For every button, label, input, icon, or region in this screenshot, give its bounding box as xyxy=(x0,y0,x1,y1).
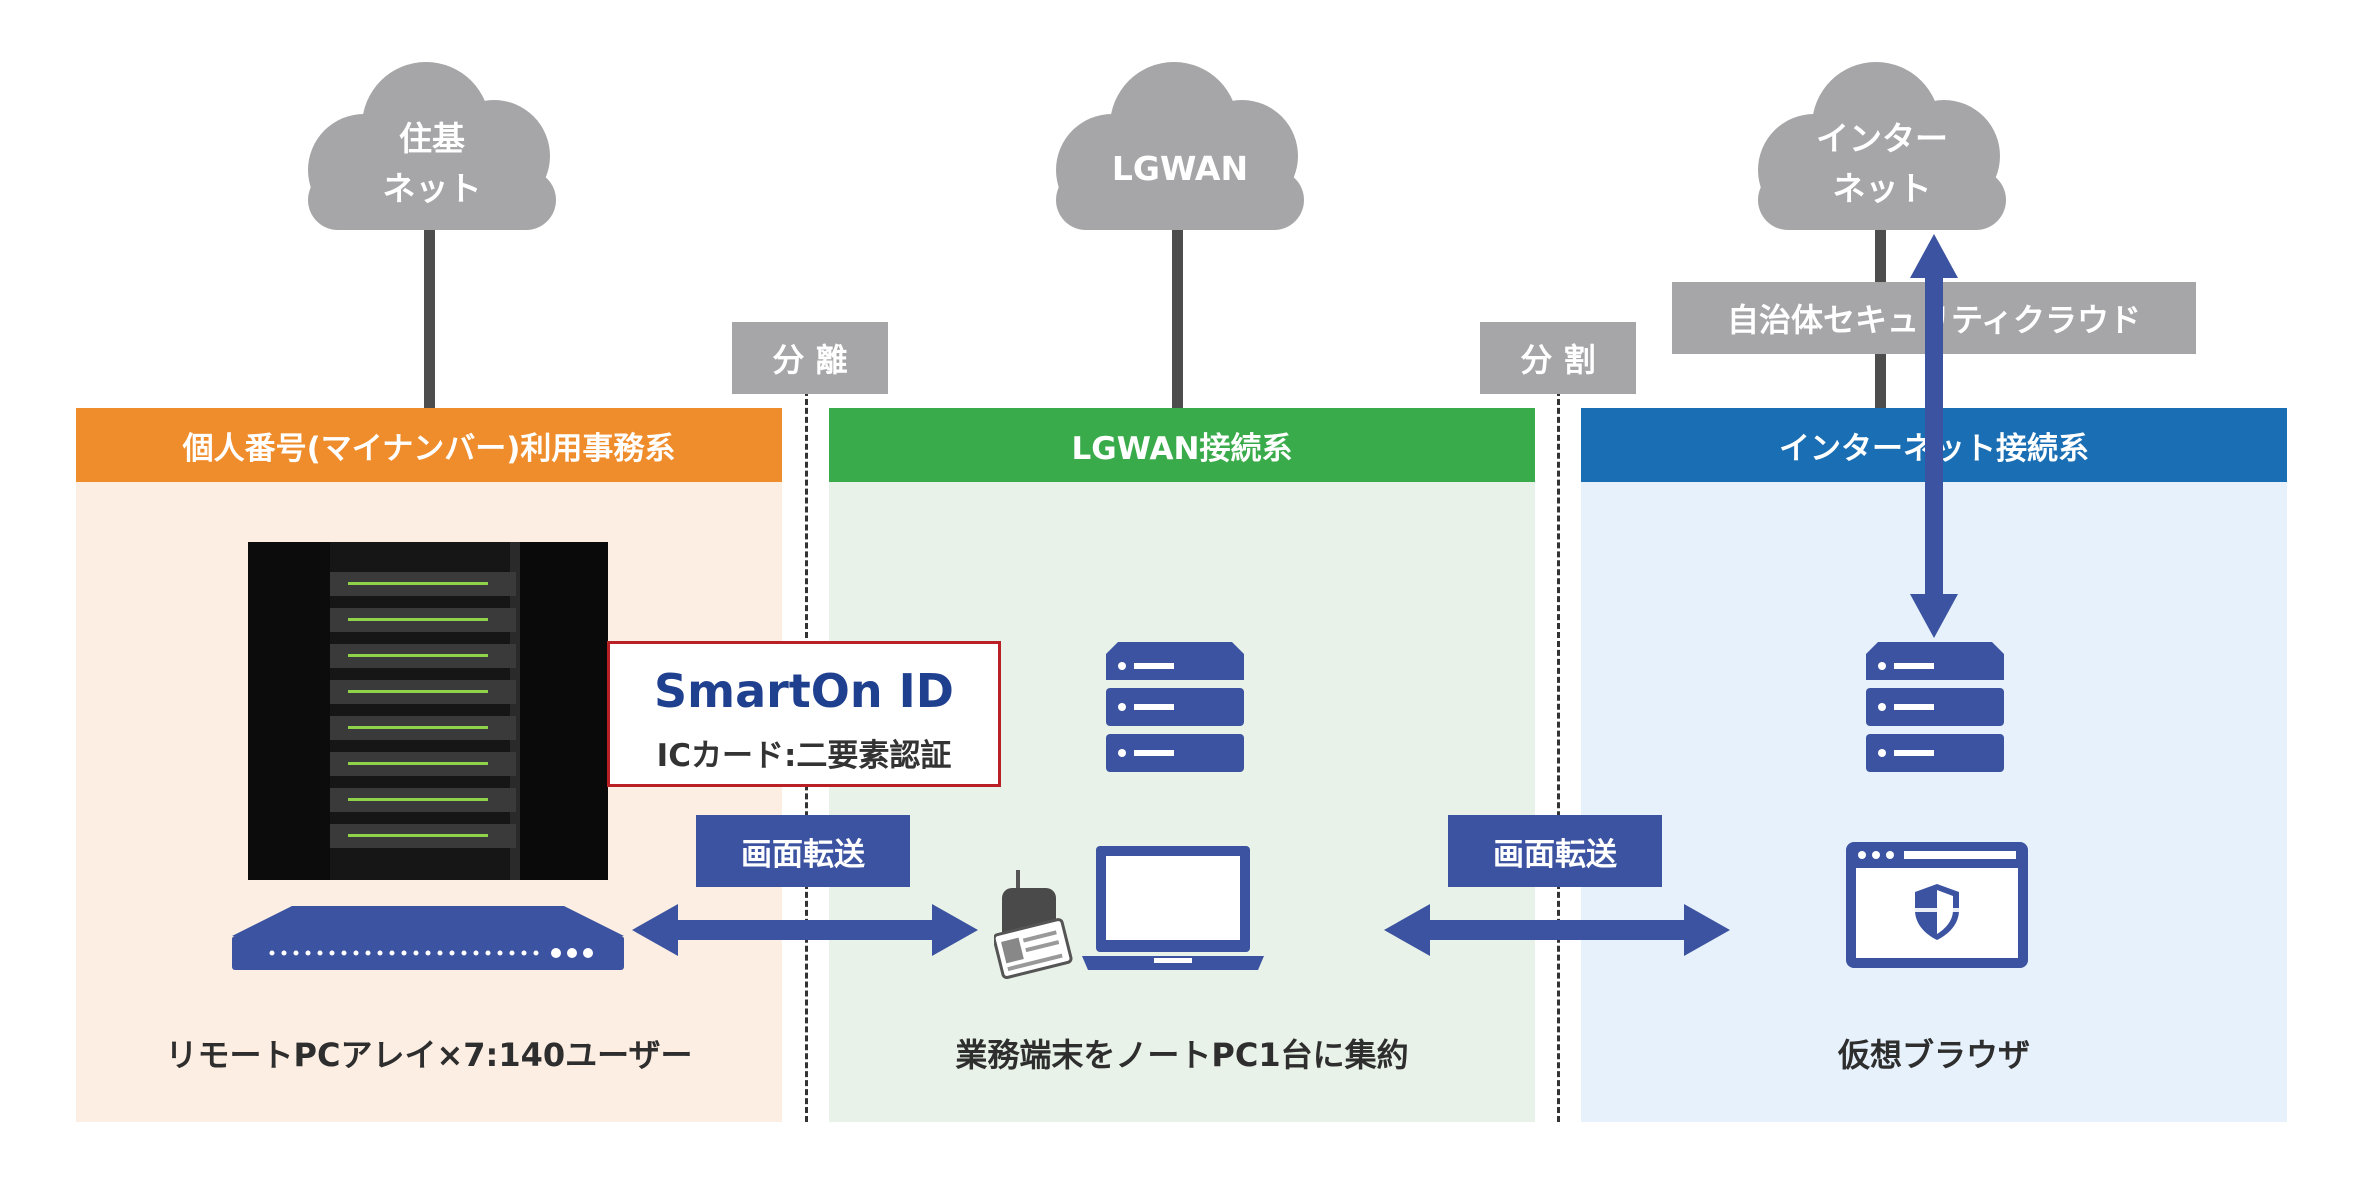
caption-notebook: 業務端末をノートPC1台に集約 xyxy=(955,1036,1409,1074)
server-lgwan-icon xyxy=(1106,642,1244,772)
double-arrow-left-icon xyxy=(632,904,978,956)
zone-lgwan-header: LGWAN接続系 xyxy=(829,408,1535,482)
tag-bunkatsu: 分 割 xyxy=(1480,322,1636,394)
ic-card-reader-icon xyxy=(994,870,1073,980)
smarton-box: SmartOn ID ICカード:二要素認証 xyxy=(607,641,1001,787)
smarton-subtitle: ICカード:二要素認証 xyxy=(656,738,952,774)
separator-bunkatsu xyxy=(1557,390,1560,1122)
tag-bunri: 分 離 xyxy=(732,322,888,394)
laptop-icon xyxy=(1082,846,1264,970)
cloud-internet-label: インター ネット xyxy=(1816,119,1948,208)
vertical-double-arrow-icon xyxy=(1910,234,1958,638)
caption-virtual-browser: 仮想ブラウザ xyxy=(1837,1036,2030,1074)
zone-mynumber-header: 個人番号(マイナンバー)利用事務系 xyxy=(76,408,782,482)
connector-juki xyxy=(424,230,435,408)
cloud-internet-icon xyxy=(1758,62,2006,230)
server-internet-icon xyxy=(1866,642,2004,772)
cloud-juki-label: 住基 ネット xyxy=(382,119,482,208)
cloud-juki-icon xyxy=(308,62,556,230)
cloud-lgwan-label: LGWAN xyxy=(1111,149,1249,188)
connector-lgwan xyxy=(1172,230,1183,408)
cloud-lgwan-icon xyxy=(1056,62,1304,230)
remote-pc-array-icon xyxy=(232,906,624,970)
screen-transfer-left: 画面転送 xyxy=(696,815,910,887)
rack-server-photo xyxy=(248,542,608,880)
screen-transfer-right: 画面転送 xyxy=(1448,815,1662,887)
caption-remote-pc-array: リモートPCアレイ×7:140ユーザー xyxy=(165,1036,693,1074)
browser-shield-icon xyxy=(1846,842,2028,968)
double-arrow-right-icon xyxy=(1384,904,1730,956)
smarton-logo: SmartOn ID xyxy=(654,664,954,718)
